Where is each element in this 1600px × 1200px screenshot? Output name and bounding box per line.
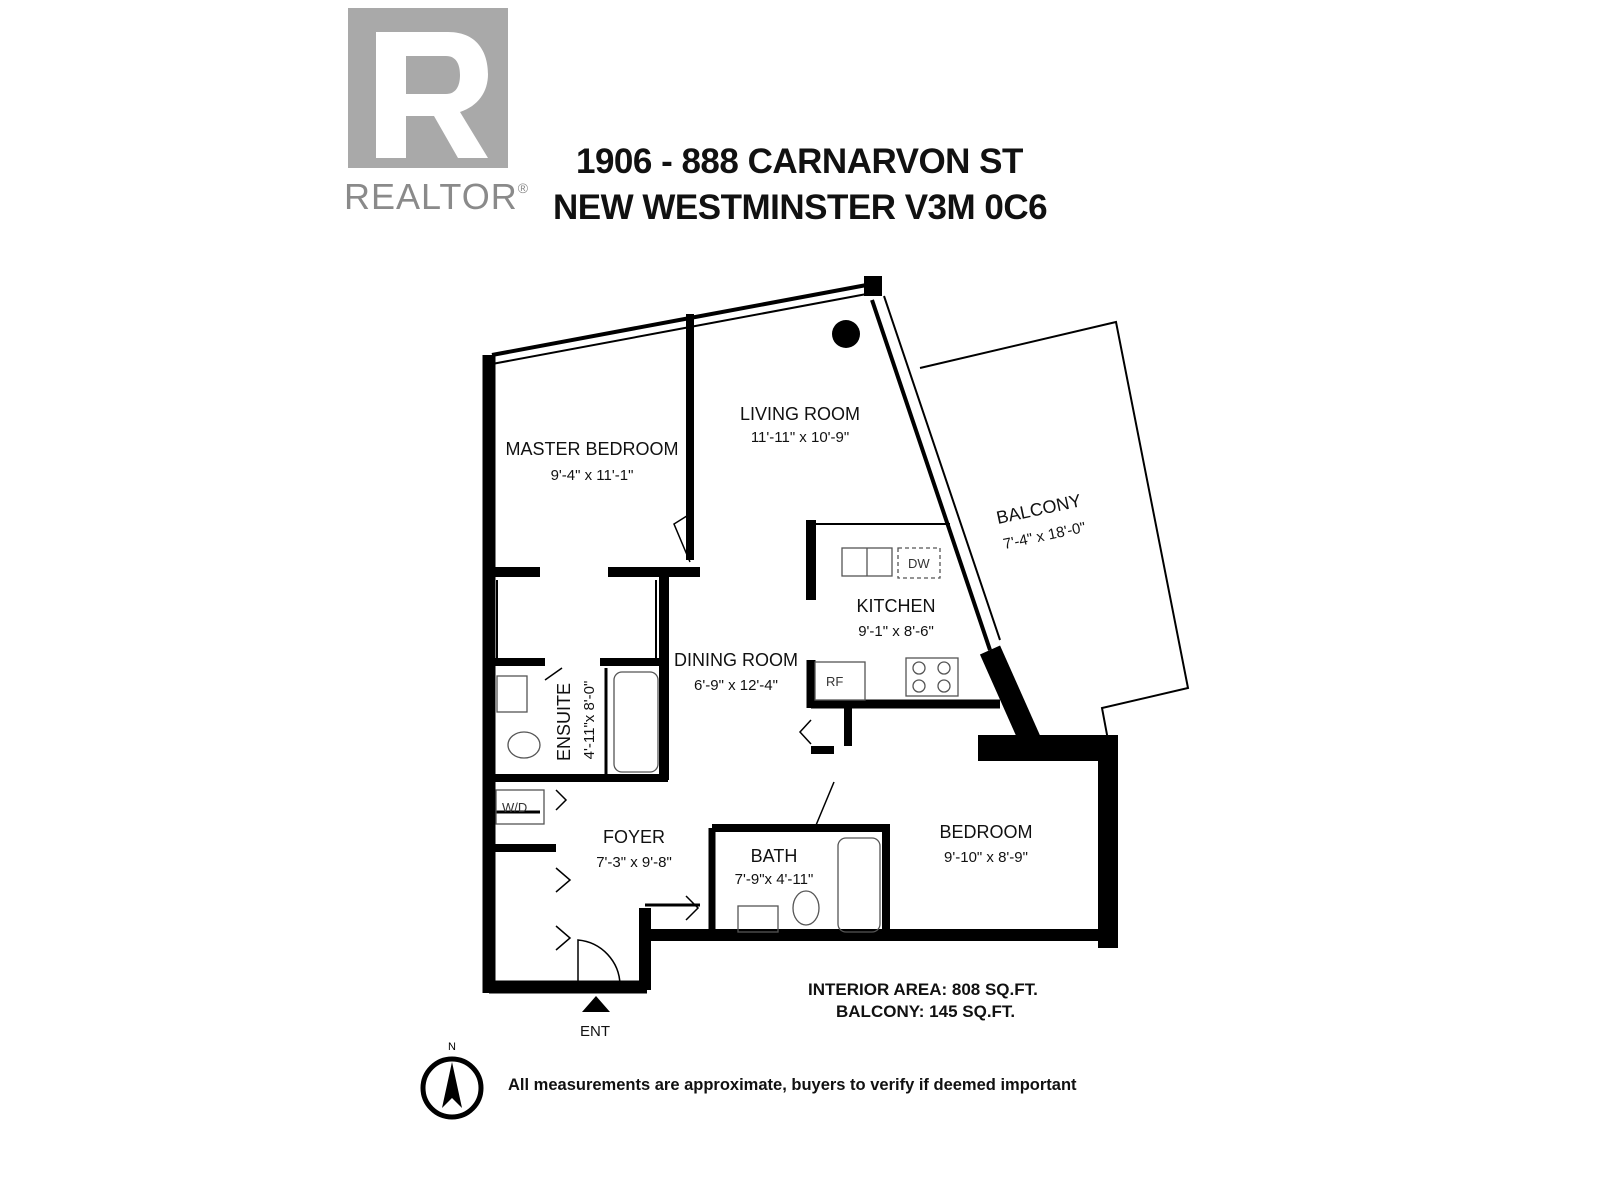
- door-entry: [577, 939, 621, 986]
- washer-dryer: [495, 789, 545, 825]
- door-closet-1: [555, 867, 572, 893]
- door-bedroom: [813, 781, 835, 831]
- door-closet-2: [555, 925, 572, 951]
- door-bath: [685, 895, 700, 921]
- window-east-2: [883, 295, 1001, 641]
- window-living-2: [689, 292, 873, 328]
- bedroom-dimensions: 9'-10" x 8'-9": [944, 849, 1028, 866]
- interior-area: INTERIOR AREA: 808 SQ.FT.: [808, 980, 1038, 999]
- bedroom-label: BEDROOM: [939, 822, 1032, 842]
- door-ensuite: [544, 667, 563, 681]
- window-east: [870, 299, 992, 651]
- window-living: [689, 282, 873, 320]
- structural-column: [832, 320, 860, 348]
- wall-kitchen-east: [979, 645, 1041, 745]
- ensuite-sink: [496, 675, 528, 713]
- dining-room-dimensions: 6'-9" x 12'-4": [694, 677, 778, 694]
- bath-toilet: [792, 890, 820, 926]
- window-master-2: [491, 326, 691, 365]
- bath-dimensions: 7'-9"x 4'-11": [735, 871, 814, 888]
- bath-sink: [737, 905, 779, 933]
- ensuite-dimensions: 4'-11"x 8'-0": [581, 681, 598, 760]
- door-pantry: [798, 719, 812, 745]
- foyer-dimensions: 7'-3" x 9'-8": [596, 854, 672, 871]
- dining-room-label: DINING ROOM: [674, 650, 798, 670]
- washer-dryer-label: W/D: [502, 800, 527, 815]
- ensuite-tub: [613, 671, 659, 773]
- ensuite-toilet: [507, 731, 541, 759]
- kitchen-dimensions: 9'-1" x 8'-6": [858, 623, 934, 640]
- dishwasher-label: DW: [908, 556, 930, 571]
- master-bedroom-label: MASTER BEDROOM: [505, 439, 678, 459]
- refrigerator-label: RF: [826, 674, 843, 689]
- living-room-label: LIVING ROOM: [740, 404, 860, 424]
- ensuite-label: ENSUITE: [554, 683, 574, 761]
- foyer-label: FOYER: [603, 827, 665, 847]
- living-room-dimensions: 11'-11" x 10'-9": [751, 429, 849, 446]
- stove: [905, 657, 959, 697]
- north-compass-icon: N: [418, 1040, 486, 1120]
- balcony-area: BALCONY: 145 SQ.FT.: [836, 1002, 1016, 1021]
- entrance-arrow-icon: [582, 996, 610, 1012]
- door-wd: [555, 789, 568, 811]
- corner-post: [864, 276, 882, 296]
- disclaimer: All measurements are approximate, buyers…: [508, 1076, 1077, 1094]
- kitchen-label: KITCHEN: [856, 596, 935, 616]
- master-bedroom-dimensions: 9'-4" x 11'-1": [551, 467, 634, 484]
- entrance-label: ENT: [580, 1023, 610, 1040]
- bath-label: BATH: [751, 846, 798, 866]
- address-line-1: 1906 - 888 CARNARVON ST: [576, 142, 1023, 181]
- realtor-wordmark: REALTOR®: [344, 176, 530, 217]
- realtor-r-mark: [348, 8, 508, 168]
- balcony-outline: [919, 320, 1190, 741]
- door-master: [673, 513, 691, 563]
- address-line-2: NEW WESTMINSTER V3M 0C6: [553, 188, 1048, 227]
- compass-north-label: N: [448, 1041, 456, 1053]
- bath-tub: [837, 837, 881, 933]
- window-master: [491, 316, 691, 357]
- refrigerator: [814, 661, 866, 701]
- realtor-logo: REALTOR®: [344, 8, 528, 217]
- dishwasher: [897, 547, 941, 579]
